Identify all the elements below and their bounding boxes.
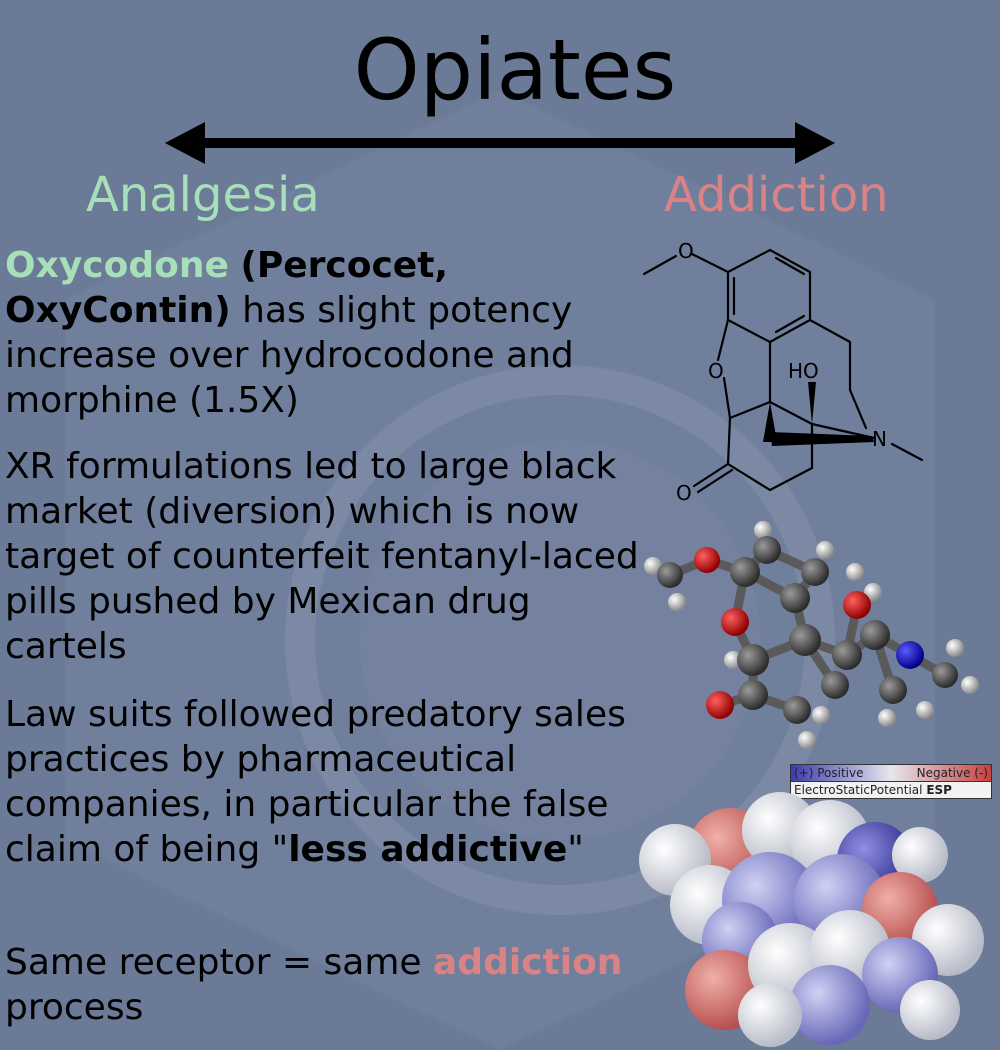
paragraph-receptor: Same receptor = same addiction process <box>5 940 645 1030</box>
ketone-oxygen-label: O <box>676 481 692 505</box>
paragraph-xr-formulations: XR formulations led to large black marke… <box>5 444 645 669</box>
addiction-label: Addiction <box>664 167 889 223</box>
esp-legend-title: ElectroStaticPotential ESP <box>790 782 992 799</box>
esp-legend: (+) Positive Negative (-) ElectroStaticP… <box>790 764 992 799</box>
paragraph-text: Same receptor = same <box>5 942 422 983</box>
paragraph-lawsuits: Law suits followed predatory sales pract… <box>5 692 645 872</box>
double-arrow-icon <box>165 122 835 164</box>
emphasis-text: less addictive <box>288 829 568 870</box>
esp-label-bold: ESP <box>926 783 952 797</box>
drug-name: Oxycodone <box>5 245 229 286</box>
paragraph-text-end: process <box>5 987 144 1028</box>
ball-and-stick-model <box>644 521 979 749</box>
hydroxyl-label: HO <box>788 359 819 383</box>
paragraph-text: XR formulations led to large black marke… <box>5 446 639 667</box>
page-title: Opiates <box>353 21 677 119</box>
closing-quote: " <box>567 829 584 870</box>
esp-gradient-bar: (+) Positive Negative (-) <box>790 764 992 782</box>
methoxy-oxygen-label: O <box>678 239 694 263</box>
esp-negative-label: Negative (-) <box>916 766 988 780</box>
esp-positive-label: (+) Positive <box>794 766 864 780</box>
nitrogen-label: N <box>872 427 887 451</box>
analgesia-label: Analgesia <box>86 167 320 223</box>
paragraph-oxycodone: Oxycodone (Percocet, OxyContin) has slig… <box>5 243 645 423</box>
esp-space-filling-model <box>639 792 984 1047</box>
paragraph-text: Law suits followed predatory sales pract… <box>5 694 626 870</box>
oxycodone-skeletal-structure: O O HO N O <box>642 239 924 505</box>
esp-label-text: ElectroStaticPotential <box>794 783 923 797</box>
brand-names: (Percocet, OxyContin) <box>5 245 449 331</box>
ring-oxygen-label: O <box>708 359 724 383</box>
paragraph-text: has slight potency increase over hydroco… <box>5 290 574 421</box>
emphasis-text: addiction <box>433 942 623 983</box>
